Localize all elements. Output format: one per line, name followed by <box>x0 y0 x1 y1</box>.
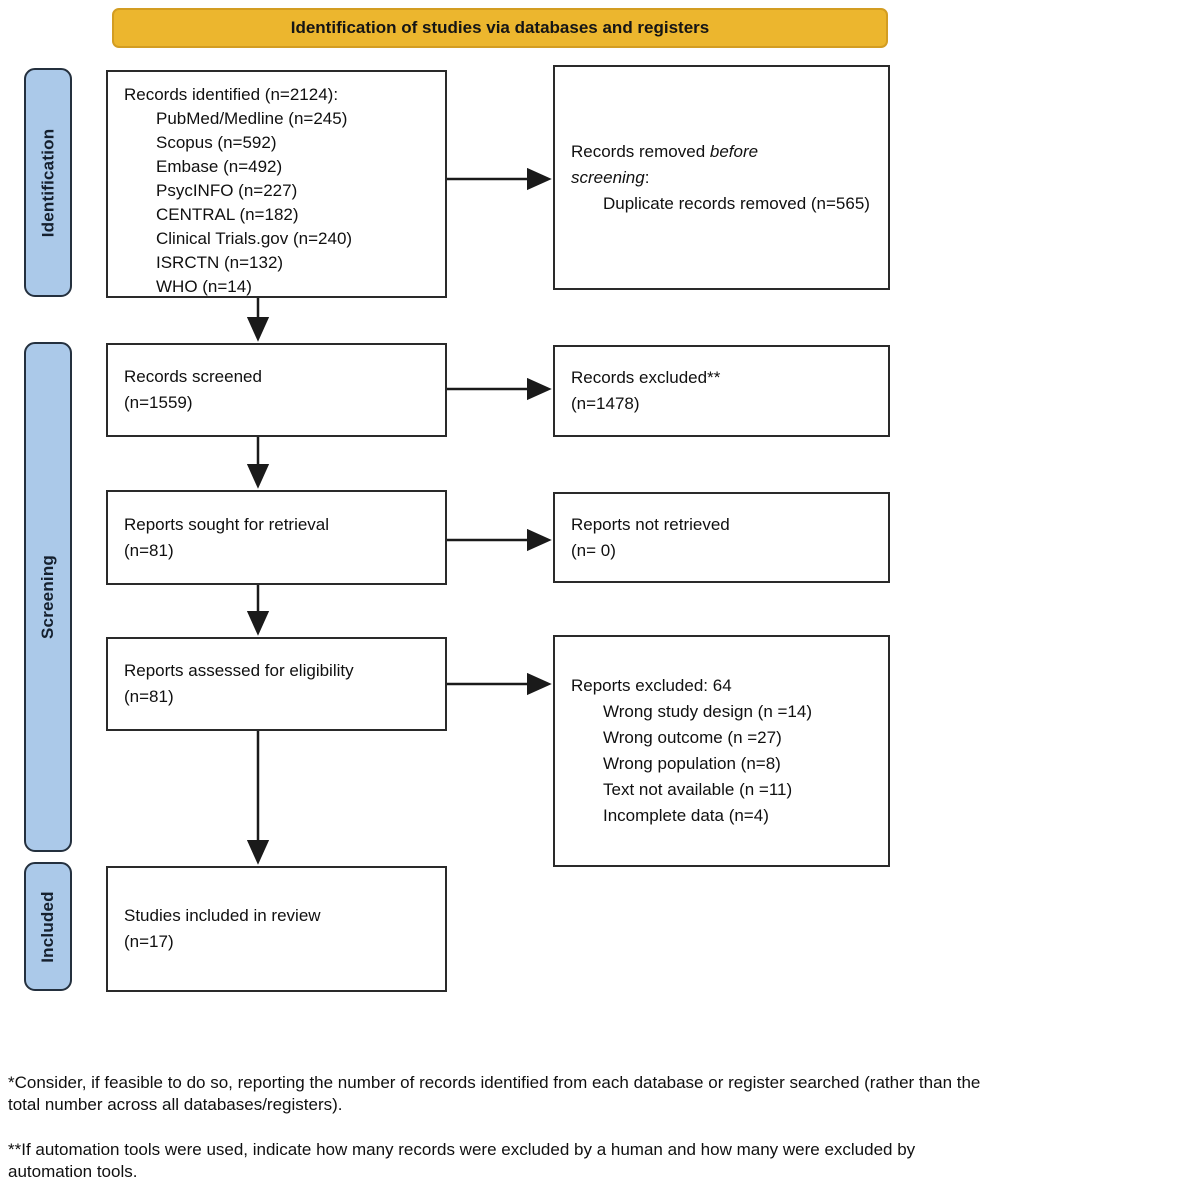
text-line: (n=81) <box>124 540 174 560</box>
stage-label-included: Included <box>24 862 72 991</box>
records-removed-heading-line2: screening: <box>571 167 650 187</box>
studies-included-text: Studies included in review (n=17) <box>108 903 445 955</box>
records-removed-box: Records removed before screening: Duplic… <box>553 65 890 290</box>
reports-assessed-text: Reports assessed for eligibility (n=81) <box>108 658 445 710</box>
text-line: Embase (n=492) <box>156 157 283 176</box>
text-line: Wrong population (n=8) <box>603 754 781 773</box>
records-identified-box: Records identified (n=2124): PubMed/Medl… <box>106 70 447 298</box>
text-line: Reports not retrieved <box>571 514 730 534</box>
studies-included-box: Studies included in review (n=17) <box>106 866 447 992</box>
reports-excluded-heading: Reports excluded: 64 <box>571 676 732 695</box>
records-removed-reasons-list: Duplicate records removed (n=565) <box>571 191 876 217</box>
text-line: *Consider, if feasible to do so, reporti… <box>8 1073 981 1092</box>
text-line: (n=1559) <box>124 393 193 412</box>
text-line: PubMed/Medline (n=245) <box>156 109 348 128</box>
text-line: Studies included in review <box>124 906 321 925</box>
records-identified-heading: Records identified (n=2124): <box>124 85 339 104</box>
text-line: total number across all databases/regist… <box>8 1095 343 1114</box>
text-line: PsycINFO (n=227) <box>156 181 298 200</box>
text-line: (n= 0) <box>571 540 616 560</box>
footnote-single-asterisk: *Consider, if feasible to do so, reporti… <box>8 1072 1174 1116</box>
footnote-double-asterisk: **If automation tools were used, indicat… <box>8 1139 1174 1183</box>
text-line: Wrong outcome (n =27) <box>603 728 782 747</box>
records-screened-box: Records screened (n=1559) <box>106 343 447 437</box>
records-identified-sources-list: PubMed/Medline (n=245) Scopus (n=592) Emba… <box>124 107 433 299</box>
reports-sought-box: Reports sought for retrieval (n=81) <box>106 490 447 585</box>
reports-excluded-box: Reports excluded: 64 Wrong study design … <box>553 635 890 867</box>
records-excluded-box: Records excluded** (n=1478) <box>553 345 890 437</box>
text-line: Reports assessed for eligibility <box>124 661 354 680</box>
reports-not-retrieved-text: Reports not retrieved (n= 0) <box>555 512 888 564</box>
text-line: (n=1478) <box>571 394 640 413</box>
text-line: Scopus (n=592) <box>156 133 277 152</box>
diagram-title-banner: Identification of studies via databases … <box>112 8 888 48</box>
reports-sought-text: Reports sought for retrieval (n=81) <box>108 512 445 564</box>
text-line: Clinical Trials.gov (n=240) <box>156 229 353 248</box>
text-line: automation tools. <box>8 1162 138 1181</box>
text-line: Records screened <box>124 367 262 386</box>
records-excluded-text: Records excluded** (n=1478) <box>555 365 888 417</box>
text-line: Wrong study design (n =14) <box>603 702 812 721</box>
text-line: Reports sought for retrieval <box>124 514 330 534</box>
text-line: Duplicate records removed (n=565) <box>603 193 870 213</box>
records-removed-heading-line1: Records removed before <box>571 141 759 161</box>
records-screened-text: Records screened (n=1559) <box>108 364 445 416</box>
reports-assessed-box: Reports assessed for eligibility (n=81) <box>106 637 447 731</box>
text-line: CENTRAL (n=182) <box>156 205 299 224</box>
text-line: (n=17) <box>124 932 174 951</box>
stage-label-screening: Screening <box>24 342 72 852</box>
stage-label-screening-text: Screening <box>38 555 57 639</box>
text-line: Records excluded** <box>571 368 721 387</box>
reports-not-retrieved-box: Reports not retrieved (n= 0) <box>553 492 890 583</box>
stage-label-identification: Identification <box>24 68 72 297</box>
text-line: WHO (n=14) <box>156 277 252 296</box>
text-line: **If automation tools were used, indicat… <box>8 1140 916 1159</box>
text-line: Text not available (n =11) <box>603 780 793 799</box>
reports-excluded-reasons-list: Wrong study design (n =14) Wrong outcome … <box>571 699 876 829</box>
text-line: (n=81) <box>124 687 174 706</box>
diagram-title: Identification of studies via databases … <box>290 18 710 37</box>
stage-label-included-text: Included <box>38 890 57 963</box>
stage-label-identification-text: Identification <box>38 128 58 237</box>
text-line: ISRCTN (n=132) <box>156 253 284 272</box>
text-line: Incomplete data (n=4) <box>603 806 769 825</box>
